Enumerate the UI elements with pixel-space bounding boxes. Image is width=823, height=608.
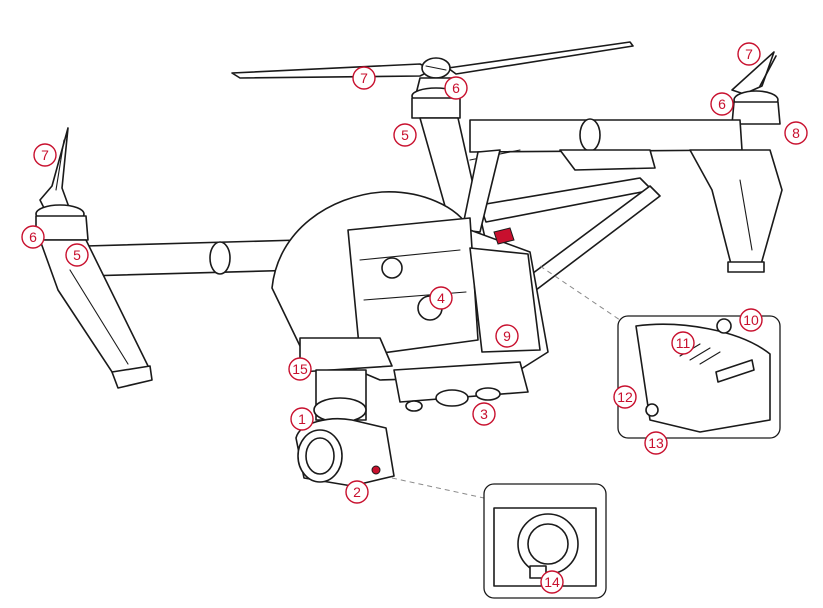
svg-text:2: 2 (353, 484, 361, 500)
motor-top-center (411, 77, 461, 119)
svg-text:7: 7 (745, 46, 753, 62)
callout-9: 9 (495, 324, 519, 348)
svg-text:13: 13 (648, 435, 664, 451)
svg-text:6: 6 (452, 80, 460, 96)
landing-leg-right (689, 149, 783, 273)
callout-4: 4 (429, 286, 453, 310)
propeller-left (39, 127, 71, 213)
callout-2: 2 (345, 480, 369, 504)
leader-line-inset-1 (539, 265, 621, 321)
inset-camera-slot (483, 483, 607, 599)
callout-6-left: 6 (21, 225, 45, 249)
callout-8: 8 (784, 121, 808, 145)
svg-text:7: 7 (360, 70, 368, 86)
callout-7-left: 7 (33, 143, 57, 167)
callout-15: 15 (288, 357, 312, 381)
inset-rear-panel (617, 315, 781, 439)
svg-text:6: 6 (718, 96, 726, 112)
propeller-top-center (231, 41, 634, 79)
callout-1: 1 (290, 407, 314, 431)
arm-left (85, 239, 303, 277)
svg-text:7: 7 (41, 147, 49, 163)
svg-text:5: 5 (401, 127, 409, 143)
callout-5-top: 5 (393, 123, 417, 147)
aircraft-body (271, 191, 549, 381)
callout-7-top: 7 (352, 66, 376, 90)
svg-text:12: 12 (617, 389, 633, 405)
svg-text:3: 3 (480, 406, 488, 422)
callout-3: 3 (472, 402, 496, 426)
motor-right (731, 90, 781, 125)
callout-5-left: 5 (65, 243, 89, 267)
svg-text:9: 9 (503, 328, 511, 344)
svg-text:10: 10 (743, 312, 759, 328)
callout-7-right: 7 (737, 42, 761, 66)
leader-line-inset-2 (391, 477, 485, 499)
vision-positioning-module (393, 361, 529, 412)
svg-text:8: 8 (792, 125, 800, 141)
callout-6-top: 6 (444, 76, 468, 100)
svg-text:4: 4 (437, 290, 445, 306)
callout-13: 13 (644, 431, 668, 455)
svg-text:1: 1 (298, 411, 306, 427)
arm-right (469, 118, 743, 171)
svg-text:15: 15 (292, 361, 308, 377)
svg-text:6: 6 (29, 229, 37, 245)
svg-text:14: 14 (544, 574, 560, 590)
callout-10: 10 (739, 308, 763, 332)
svg-text:11: 11 (676, 335, 691, 351)
svg-text:5: 5 (73, 247, 81, 263)
callout-14: 14 (540, 570, 564, 594)
callout-11: 11 (671, 331, 695, 355)
callout-6-right: 6 (710, 92, 734, 116)
callout-12: 12 (613, 385, 637, 409)
landing-leg-left (39, 239, 153, 389)
